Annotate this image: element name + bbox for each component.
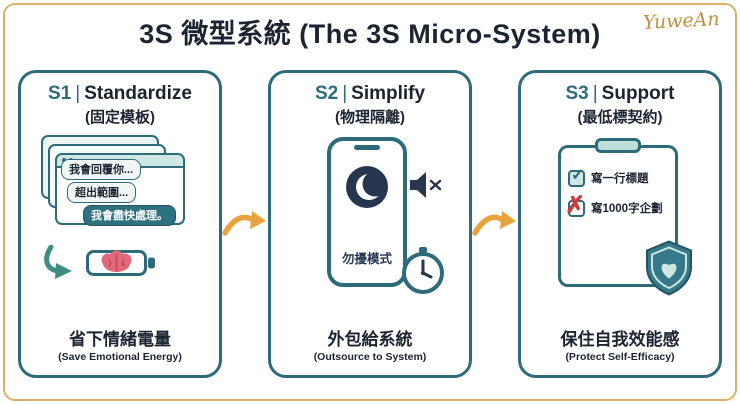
panel-2-subtitle: (物理隔離) xyxy=(335,108,405,126)
checklist-item-2-text: 寫1000字企劃 xyxy=(591,203,663,216)
panel-2-illustration: 勿擾模式 xyxy=(295,135,445,294)
panel-1-header: S1|Standardize xyxy=(48,83,192,105)
panel-1-caption: 省下情緒電量 (Save Emotional Energy) xyxy=(58,325,182,363)
panel-3-id: S3 xyxy=(565,83,589,104)
author-signature: YuweAn xyxy=(642,8,721,34)
reply-bubble-1: 我會回覆你... xyxy=(61,158,142,180)
phone-illustration: 勿擾模式 xyxy=(327,136,407,287)
panel-support: S3|Support (最低標契約) ✓ 寫一行標題 ✗ 寫1000字企劃 xyxy=(518,70,722,378)
phone-notch xyxy=(354,144,380,150)
panel-1-id: S1 xyxy=(48,83,72,104)
panels-row: S1|Standardize (固定模板) 我會回覆你... 超出範圍... 我… xyxy=(0,70,740,378)
panel-2-label: Simplify xyxy=(351,83,426,104)
panel-2-caption-en: (Outsource to System) xyxy=(313,351,427,363)
page-title: 3S 微型系統 (The 3S Micro-System) xyxy=(139,19,601,49)
panel-1-subtitle: (固定模板) xyxy=(85,108,155,126)
check-mark-glyph: ✓ xyxy=(571,166,585,184)
shield-heart-icon xyxy=(646,240,692,296)
checkbox-crossed-icon: ✗ xyxy=(565,193,585,217)
header-divider: | xyxy=(592,83,598,104)
clock-icon xyxy=(402,246,444,294)
panel-1-caption-zh: 省下情緒電量 xyxy=(68,330,171,349)
header-divider: | xyxy=(75,83,81,104)
battery-brain-icon xyxy=(86,249,155,276)
panel-1-caption-en: (Save Emotional Energy) xyxy=(58,351,182,363)
panel-simplify: S2|Simplify (物理隔離) 勿擾模式 xyxy=(268,70,472,378)
panel-3-caption-zh: 保住自我效能感 xyxy=(560,330,680,349)
right-arrow-icon xyxy=(222,211,266,236)
reply-bubble-3: 我會盡快處理。 xyxy=(83,204,176,226)
muted-speaker-icon xyxy=(410,171,442,198)
panel-3-caption: 保住自我效能感 (Protect Self-Efficacy) xyxy=(561,325,680,363)
checklist-item-1-text: 寫一行標題 xyxy=(591,173,649,186)
checkbox-checked-icon: ✓ xyxy=(568,166,585,187)
right-arrow-icon xyxy=(472,211,516,236)
panel-1-illustration: 我會回覆你... 超出範圍... 我會盡快處理。 xyxy=(41,134,199,285)
panel-2-id: S2 xyxy=(314,83,339,104)
panel-2-caption: 外包給系統 (Outsource to System) xyxy=(314,325,427,363)
panel-3-subtitle: (最低標契約) xyxy=(577,108,663,126)
checklist-item-1: ✓ 寫一行標題 xyxy=(568,166,668,187)
flow-arrow-2 xyxy=(472,207,518,241)
phone-mode-label: 勿擾模式 xyxy=(341,251,392,266)
panel-3-header: S3|Support xyxy=(565,83,674,105)
panel-3-illustration: ✓ 寫一行標題 ✗ 寫1000字企劃 xyxy=(545,135,695,296)
reply-bubble-2: 超出範圍... xyxy=(67,181,137,203)
checklist-item-2: ✗ 寫1000字企劃 xyxy=(565,193,668,217)
curved-down-arrow-icon xyxy=(44,244,72,279)
chat-windows-illustration: 我會回覆你... 超出範圍... 我會盡快處理。 xyxy=(41,134,199,235)
panel-2-header: S2|Simplify xyxy=(315,83,425,105)
energy-row xyxy=(41,241,199,285)
red-cross-glyph: ✗ xyxy=(565,191,586,219)
panel-3-caption-en: (Protect Self-Efficacy) xyxy=(565,351,675,363)
panel-1-label: Standardize xyxy=(84,83,192,104)
clipboard-clip xyxy=(595,137,641,153)
do-not-disturb-moon-icon xyxy=(346,165,388,208)
panel-3-label: Support xyxy=(601,83,675,104)
panel-standardize: S1|Standardize (固定模板) 我會回覆你... 超出範圍... 我… xyxy=(18,70,222,378)
panel-2-caption-zh: 外包給系統 xyxy=(327,330,413,349)
flow-arrow-1 xyxy=(222,207,268,241)
header-divider: | xyxy=(342,83,348,104)
